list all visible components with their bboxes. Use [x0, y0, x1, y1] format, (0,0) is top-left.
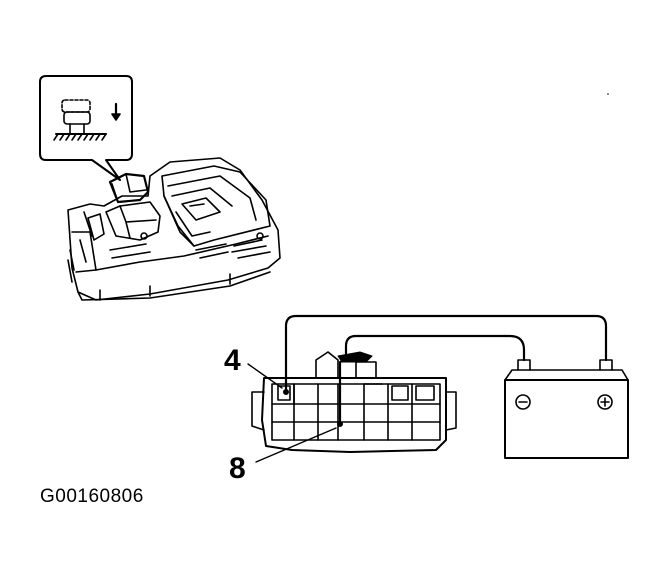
battery	[504, 359, 629, 459]
positive-jumper-wire	[284, 314, 608, 394]
battery-positive-terminal	[597, 394, 613, 410]
callout-label-pin-4: 4	[224, 344, 241, 377]
callout-4-leader	[247, 363, 283, 389]
window-switch-assembly	[67, 157, 281, 301]
battery-negative-terminal	[515, 394, 531, 410]
negative-jumper-wire	[338, 334, 526, 426]
callout-8-leader	[255, 427, 337, 463]
switch-connector	[251, 351, 457, 453]
button-inset-callout	[39, 75, 133, 181]
callout-label-pin-8: 8	[229, 452, 246, 485]
figure-id: G00160806	[40, 486, 144, 507]
